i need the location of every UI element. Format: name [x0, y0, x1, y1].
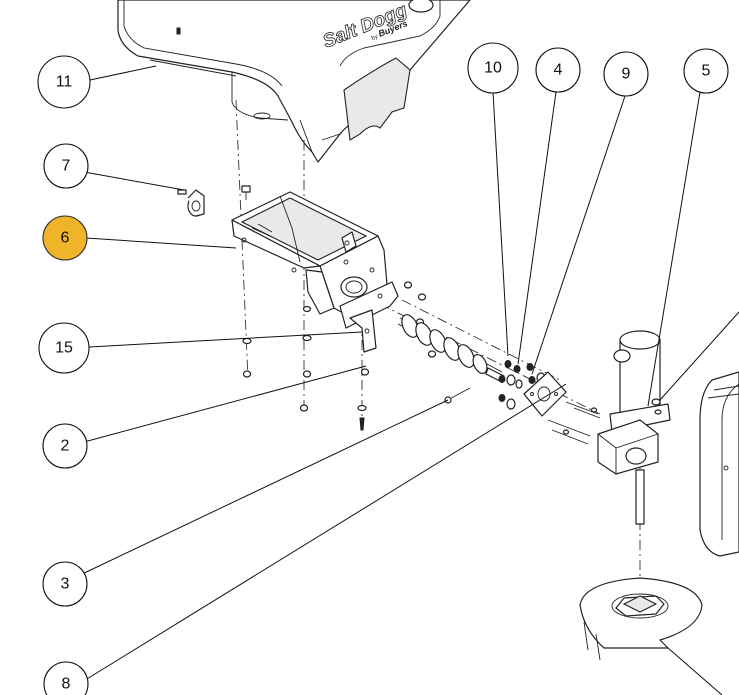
callout-7[interactable]: 7 — [43, 143, 89, 189]
fasteners — [241, 185, 437, 431]
auger-trough — [231, 191, 399, 353]
svg-text:3: 3 — [61, 576, 70, 593]
callouts: 11 7 6 15 2 3 8 10 — [37, 42, 729, 695]
leader-lines — [77, 65, 739, 695]
callout-5[interactable]: 5 — [683, 48, 729, 94]
svg-text:5: 5 — [702, 63, 711, 80]
callout-2[interactable]: 2 — [42, 423, 88, 469]
svg-text:4: 4 — [554, 62, 563, 79]
brand-by: by — [371, 34, 379, 42]
callout-9[interactable]: 9 — [603, 51, 649, 97]
auger-screw — [397, 314, 505, 383]
svg-text:7: 7 — [62, 158, 71, 175]
spinner-disc — [579, 577, 703, 661]
svg-text:9: 9 — [622, 66, 631, 83]
callout-11[interactable]: 11 — [37, 55, 91, 109]
callout-10[interactable]: 10 — [467, 42, 519, 94]
svg-text:2: 2 — [61, 438, 70, 455]
bearing-hardware — [443, 360, 567, 417]
callout-8[interactable]: 8 — [43, 661, 89, 695]
callout-15[interactable]: 15 — [38, 322, 90, 374]
svg-text:11: 11 — [56, 74, 73, 91]
callout-4[interactable]: 4 — [535, 47, 581, 93]
side-cover — [699, 371, 739, 557]
svg-text:15: 15 — [55, 340, 73, 357]
svg-text:8: 8 — [62, 676, 71, 693]
motor-gearbox — [547, 330, 671, 525]
bushing — [177, 189, 205, 217]
svg-text:10: 10 — [484, 60, 502, 77]
hopper: Salt Dogg by Buyers — [117, 0, 471, 163]
svg-text:6: 6 — [61, 230, 70, 247]
callout-6[interactable]: 6 — [42, 215, 88, 261]
callout-3[interactable]: 3 — [42, 561, 88, 607]
